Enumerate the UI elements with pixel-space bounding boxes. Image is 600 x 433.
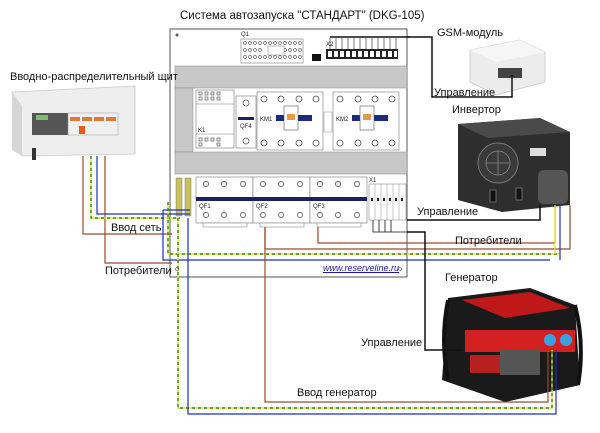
qf4-breaker (235, 95, 257, 149)
k1-label: K1 (198, 128, 206, 134)
wire-consumers-phase-left (104, 156, 172, 264)
consumers-left-label: Потребители (105, 265, 172, 277)
generator-control-label: Управление (361, 337, 423, 349)
din-rail-middle (174, 151, 408, 175)
consumers-right-label: Потребители (455, 235, 522, 247)
distribution-board-label: Вводно-распределительный щит (10, 71, 178, 83)
control-line-generator (407, 231, 463, 351)
qf2-label: QF2 (256, 204, 268, 210)
x1-label: X1 (369, 178, 377, 184)
qf1-label: QF1 (199, 204, 211, 210)
wire-mains-phase (82, 156, 172, 235)
diagram-title: Система автозапуска "СТАНДАРТ" (DKG-105) (180, 10, 425, 22)
inverter-control-label: Управление (417, 206, 479, 218)
gsm-control-label: Управление (434, 87, 496, 99)
wire-mains-neutral (96, 156, 190, 215)
generator-input-label: Ввод генератор (297, 387, 377, 399)
terminal-block-right (184, 177, 192, 217)
wire-generator-ground (177, 218, 553, 409)
generator-label: Генератор (445, 272, 498, 284)
inverter-label: Инвертор (452, 104, 501, 116)
x1-terminal-strip (368, 183, 407, 221)
km1-label: KM1 (260, 117, 273, 123)
k1-relay (195, 89, 235, 149)
website-link[interactable]: www.reserveline.ru (323, 263, 400, 273)
gsm-module-image (469, 39, 546, 96)
wire-generator-neutral (187, 218, 557, 415)
autostart-panel (169, 28, 410, 278)
gsm-module-label: GSM-модуль (437, 27, 503, 39)
distribution-board-image (11, 85, 136, 160)
wire-generator-phase (264, 227, 549, 403)
control-line-inverter (407, 205, 541, 221)
wiring (82, 36, 571, 415)
inverter-image (458, 118, 570, 212)
terminal-block-left (175, 177, 183, 217)
generator-image (442, 288, 583, 402)
qf3-label: QF3 (313, 204, 325, 210)
km2-label: KM2 (336, 117, 349, 123)
wire-mains-ground (90, 156, 180, 219)
x2-label: X2 (326, 42, 334, 48)
control-line-gsm (407, 36, 513, 98)
q1-label: Q1 (241, 32, 250, 38)
mains-input-label: Ввод сеть (111, 222, 162, 234)
qf4-label: QF4 (240, 124, 252, 130)
din-rail-top (174, 65, 408, 89)
